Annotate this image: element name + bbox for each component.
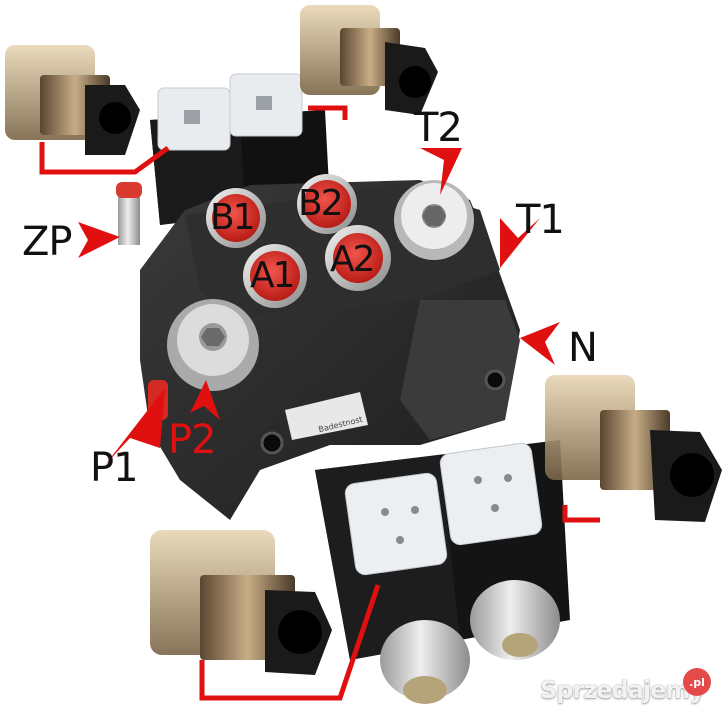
label-b2: B2 xyxy=(298,183,344,224)
watermark-badge: .pl xyxy=(683,668,711,696)
label-zp: ZP xyxy=(22,219,73,265)
arrow-annotations xyxy=(78,148,560,465)
din-connector-top-right xyxy=(300,5,438,115)
label-a1: A1 xyxy=(250,255,296,296)
bottom-solenoid-coils xyxy=(315,440,570,704)
label-n: N xyxy=(568,325,598,371)
din-connector-right xyxy=(545,375,722,522)
label-t1: T1 xyxy=(516,197,565,243)
din-connector-top-left xyxy=(5,45,140,155)
p2-plug xyxy=(167,299,259,391)
din-connector-bottom-left xyxy=(150,530,332,675)
label-b1: B1 xyxy=(210,197,256,238)
label-a2: A2 xyxy=(330,239,376,280)
label-p1: P1 xyxy=(90,445,139,491)
work-ports xyxy=(206,174,391,308)
t2-plug xyxy=(394,180,474,260)
wire-annotations xyxy=(39,105,600,701)
label-t2: T2 xyxy=(414,105,463,151)
relief-valve xyxy=(116,182,142,245)
label-p2: P2 xyxy=(168,417,217,463)
watermark-brand: Sprzedajemy xyxy=(540,676,705,704)
